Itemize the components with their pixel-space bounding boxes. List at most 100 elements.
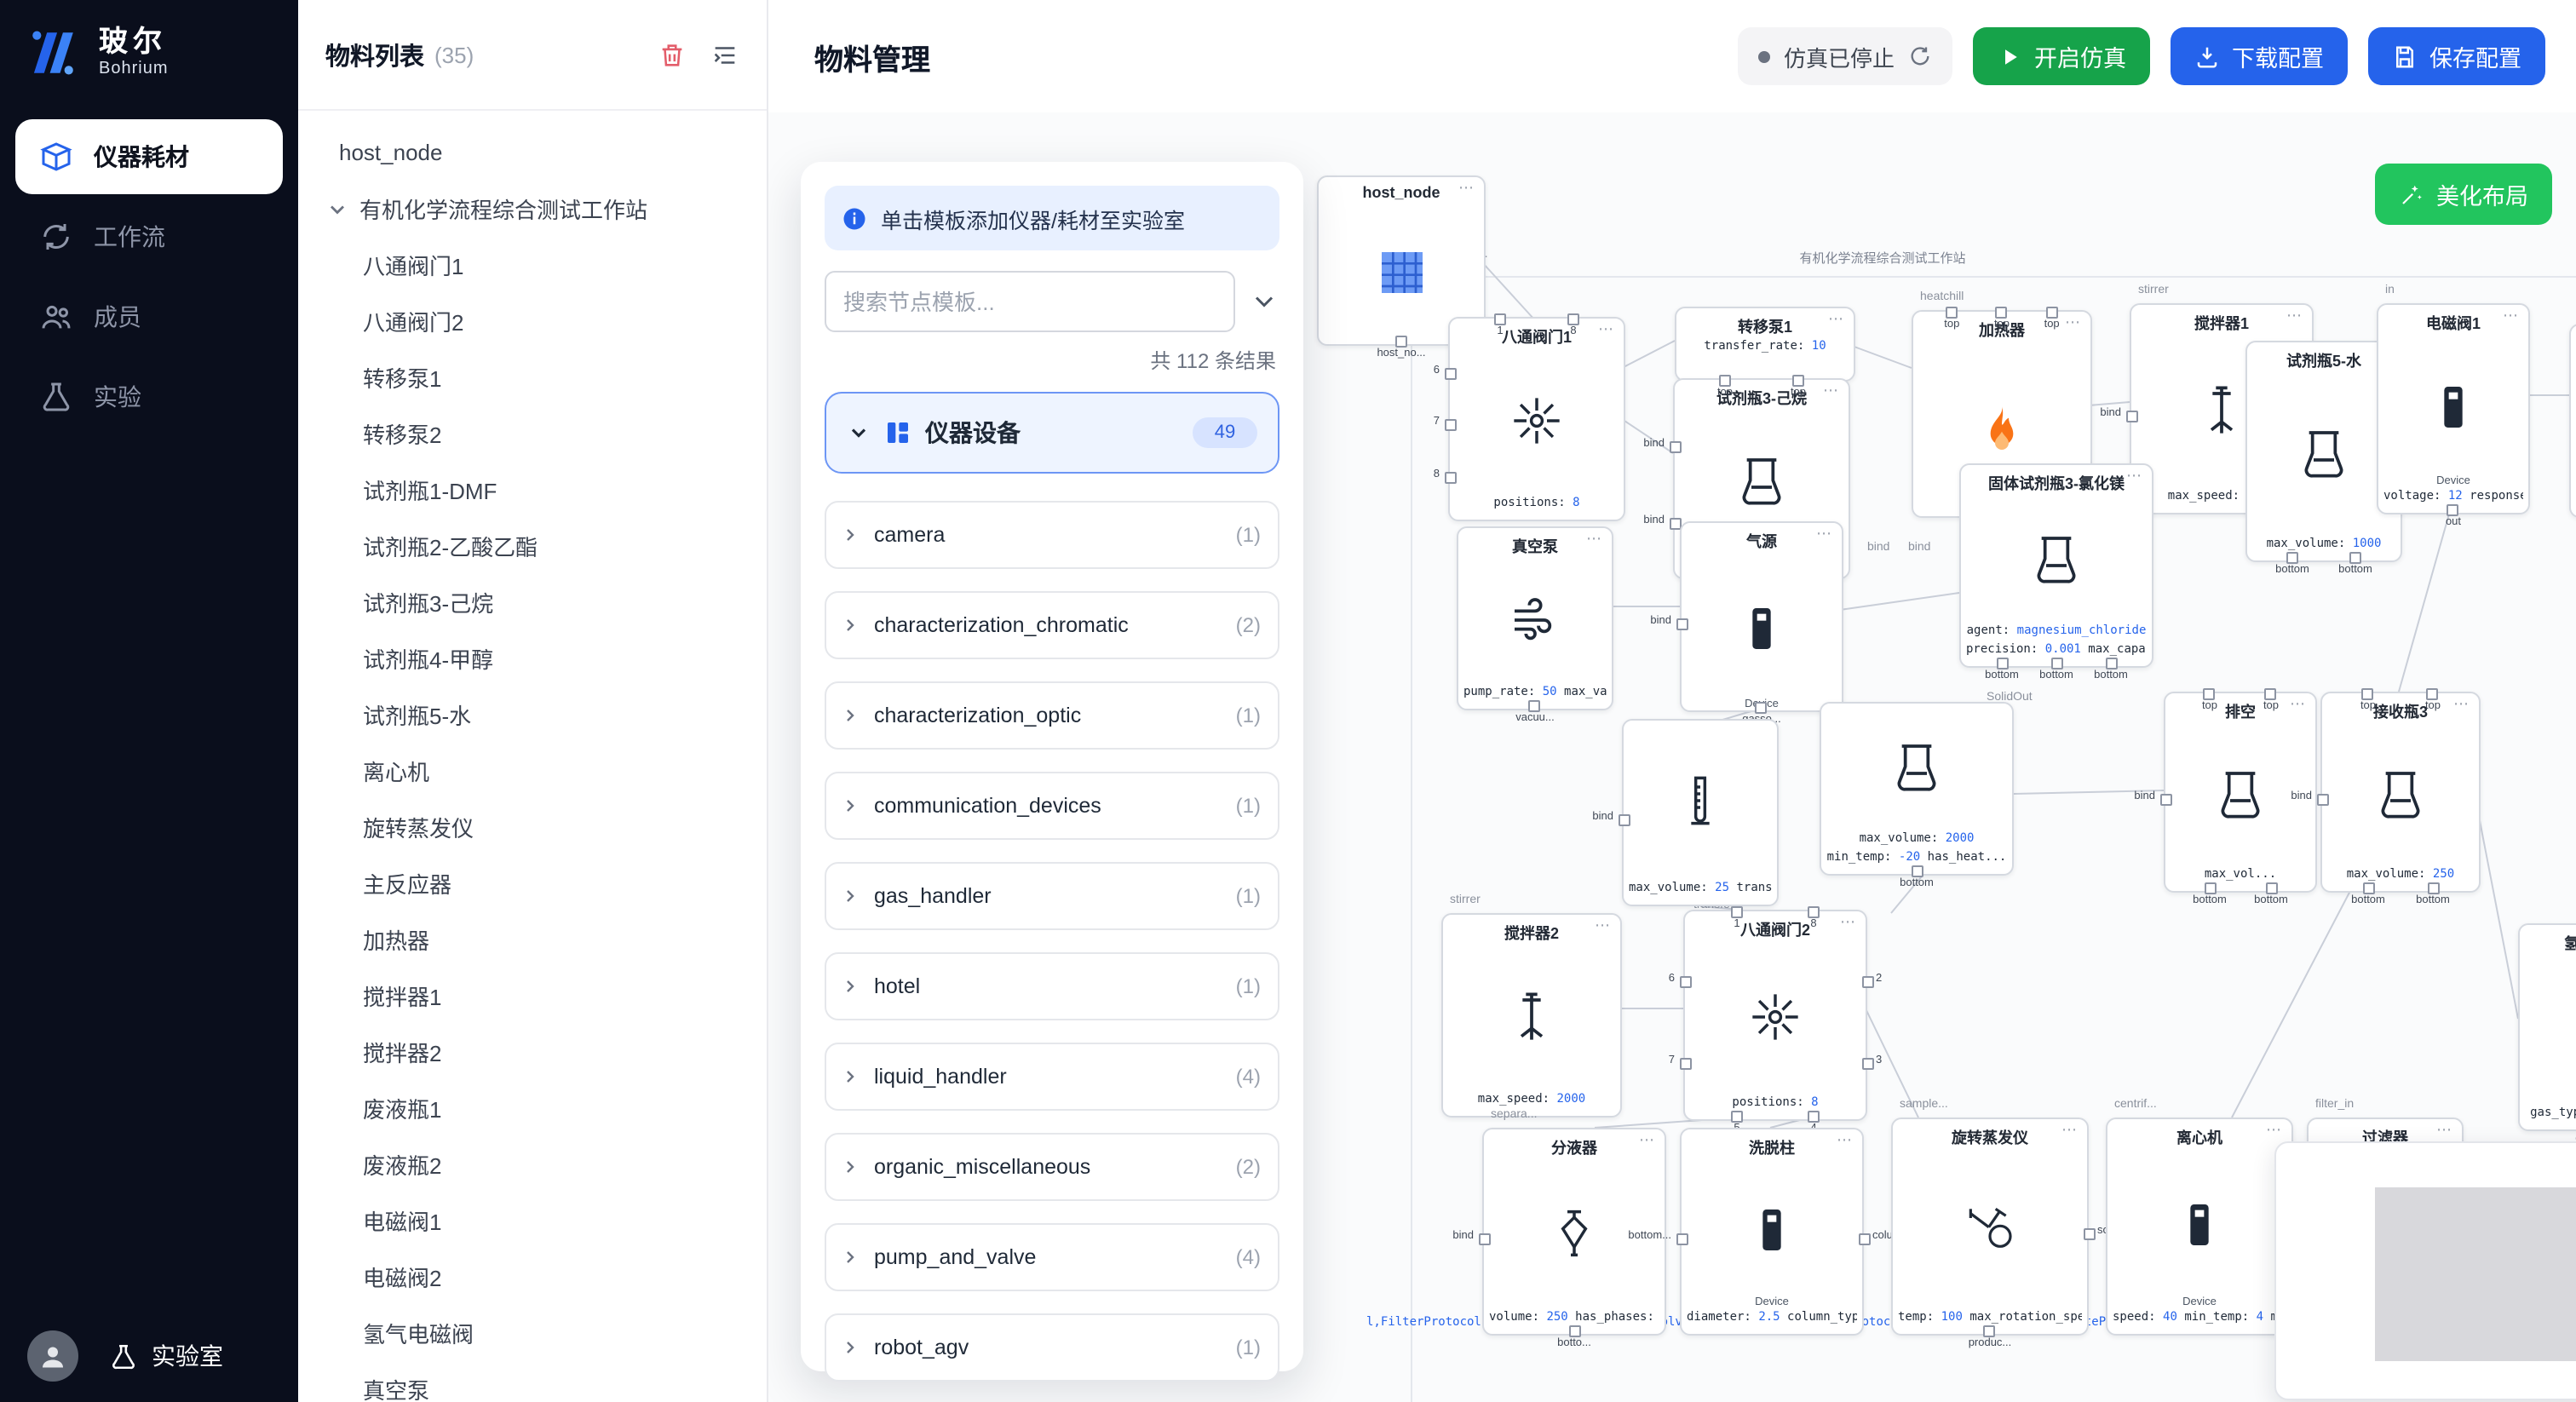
node-menu-icon[interactable]: ⋯: [2286, 307, 2303, 324]
canvas-node[interactable]: 八通阀门2⋯positions: 818546723: [1669, 906, 1882, 1133]
canvas-node[interactable]: sample...旋转蒸发仪⋯temp: 100 max_rotation_sp…: [1891, 1099, 2138, 1347]
tree-item[interactable]: 试剂瓶2-乙酸乙酯: [298, 518, 767, 574]
refresh-icon[interactable]: [1908, 44, 1932, 68]
tree-item[interactable]: 真空泵: [298, 1361, 767, 1402]
search-input[interactable]: [825, 271, 1235, 332]
node-menu-icon[interactable]: ⋯: [1828, 310, 1845, 327]
template-category[interactable]: liquid_handler(4): [825, 1043, 1279, 1111]
node-menu-icon[interactable]: ⋯: [1639, 1131, 1656, 1148]
node-menu-icon[interactable]: ⋯: [2436, 1121, 2453, 1138]
node-menu-icon[interactable]: ⋯: [2126, 467, 2143, 484]
node-menu-icon[interactable]: ⋯: [1816, 525, 1833, 542]
template-category[interactable]: communication_devices(1): [825, 772, 1279, 840]
tree-item[interactable]: 废液瓶2: [298, 1136, 767, 1192]
node-params: positions: 8: [1450, 494, 1624, 520]
node-menu-icon[interactable]: ⋯: [2266, 1121, 2283, 1138]
tree-item[interactable]: 搅拌器2: [298, 1024, 767, 1080]
trash-icon[interactable]: [658, 40, 687, 69]
template-category[interactable]: hotel(1): [825, 952, 1279, 1020]
node-edge-label: filter_in: [2315, 1099, 2355, 1111]
tree-item[interactable]: 转移泵1: [298, 349, 767, 405]
node-menu-icon[interactable]: ⋯: [1823, 382, 1840, 399]
sidebar-item-experiment[interactable]: 实验: [15, 359, 283, 434]
canvas-node[interactable]: max_volume: 25 transfer_rate: 10bind: [1592, 719, 1779, 906]
tree-item[interactable]: 氢气电磁阀: [298, 1305, 767, 1361]
tree-item[interactable]: 加热器: [298, 911, 767, 968]
download-config-button[interactable]: 下载配置: [2171, 27, 2348, 85]
tree-item[interactable]: 有机化学流程综合测试工作站: [298, 181, 767, 237]
category-name: hotel: [874, 974, 921, 998]
tree-item[interactable]: 试剂瓶1-DMF: [298, 462, 767, 518]
tree-item[interactable]: 试剂瓶5-水: [298, 687, 767, 743]
collapse-list-icon[interactable]: [710, 40, 739, 69]
tree-item[interactable]: 旋转蒸发仪: [298, 799, 767, 855]
template-category[interactable]: organic_miscellaneous(2): [825, 1133, 1279, 1201]
tree-item[interactable]: 试剂瓶4-甲醇: [298, 630, 767, 687]
node-menu-icon[interactable]: ⋯: [1595, 916, 1612, 934]
tree-item[interactable]: 离心机: [298, 743, 767, 799]
node-menu-icon[interactable]: ⋯: [1458, 179, 1475, 196]
canvas[interactable]: 有机化学流程综合测试工作站 l,FilterProtocol,CleanVess…: [767, 112, 2576, 1402]
save-config-button[interactable]: 保存配置: [2368, 27, 2545, 85]
template-category[interactable]: camera(1): [825, 501, 1279, 569]
node-menu-icon[interactable]: ⋯: [2061, 1121, 2079, 1138]
template-category[interactable]: gas_handler(1): [825, 862, 1279, 930]
sidebar-item-workflow[interactable]: 工作流: [15, 199, 283, 274]
chevron-down-icon[interactable]: [1249, 286, 1279, 317]
beautify-layout-button[interactable]: 美化布局: [2375, 164, 2552, 225]
node-menu-icon[interactable]: ⋯: [1586, 530, 1603, 547]
node-menu-icon[interactable]: ⋯: [1598, 320, 1615, 337]
sidebar-footer: 实验室: [0, 1330, 298, 1382]
canvas-node[interactable]: 真空泵⋯pump_rate: 50 max_vacuum: 0.1vacuu..…: [1457, 526, 1613, 722]
start-simulation-button[interactable]: 开启仿真: [1973, 27, 2150, 85]
tree-item[interactable]: 电磁阀2: [298, 1249, 767, 1305]
node-menu-icon[interactable]: ⋯: [2503, 307, 2520, 324]
tree-item[interactable]: 搅拌器1: [298, 968, 767, 1024]
tree-item[interactable]: host_node: [298, 124, 767, 181]
tree-item[interactable]: 八通阀门2: [298, 293, 767, 349]
node-menu-icon[interactable]: ⋯: [1837, 1131, 1854, 1148]
tree-item[interactable]: 主反应器: [298, 855, 767, 911]
port-label: 1: [1734, 918, 1740, 930]
tree-item[interactable]: 试剂瓶3-己烷: [298, 574, 767, 630]
canvas-node[interactable]: separa...分液器⋯volume: 250 has_phases: tru…: [1452, 1109, 1666, 1347]
sidebar-item-instruments[interactable]: 仪器耗材: [15, 119, 283, 194]
template-category[interactable]: pump_and_valve(4): [825, 1223, 1279, 1291]
port-square: [1680, 1057, 1692, 1069]
minimap-viewport[interactable]: [2375, 1187, 2576, 1361]
tree-item[interactable]: 八通阀门1: [298, 237, 767, 293]
port-square: [1718, 375, 1731, 387]
node-menu-icon[interactable]: ⋯: [1840, 913, 1857, 930]
port-square: [1676, 618, 1688, 629]
template-category[interactable]: characterization_chromatic(2): [825, 591, 1279, 659]
template-category[interactable]: robot_agv(1): [825, 1313, 1279, 1382]
category-group-instruments[interactable]: 仪器设备 49: [825, 392, 1279, 474]
canvas-node[interactable]: 气源⋯Devicegasso...bind: [1650, 521, 1843, 724]
tree-item[interactable]: 转移泵2: [298, 405, 767, 462]
tree-item[interactable]: 电磁阀1: [298, 1192, 767, 1249]
template-category[interactable]: characterization_optic(1): [825, 681, 1279, 750]
chevron-down-icon[interactable]: [325, 197, 349, 221]
minimap[interactable]: [2274, 1141, 2576, 1400]
sidebar-item-members[interactable]: 成员: [15, 279, 283, 354]
node-menu-icon[interactable]: ⋯: [2453, 695, 2470, 712]
tree-item[interactable]: 废液瓶1: [298, 1080, 767, 1136]
sidebar-item-lab[interactable]: 实验室: [109, 1339, 223, 1373]
canvas-node[interactable]: 氢气气源⋯Devicegas_type: hydrogengasso...: [2518, 923, 2576, 1143]
node-menu-icon[interactable]: ⋯: [2290, 695, 2307, 712]
canvas-node[interactable]: 转移泵1⋯transfer_rate: 10: [1675, 307, 1855, 382]
avatar[interactable]: [27, 1330, 78, 1382]
port: bottom: [2193, 882, 2227, 906]
node-menu-icon[interactable]: ⋯: [2065, 313, 2082, 330]
